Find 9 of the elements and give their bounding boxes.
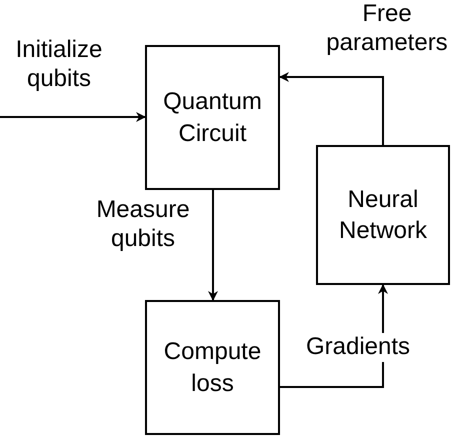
process-box bbox=[316, 145, 450, 285]
arrow bbox=[0, 112, 146, 122]
process-box bbox=[145, 300, 280, 435]
arrow bbox=[279, 72, 384, 145]
process-box bbox=[145, 45, 280, 190]
arrow bbox=[208, 190, 218, 301]
box-label: Compute loss bbox=[162, 337, 262, 398]
box-label: Neural Network bbox=[338, 184, 428, 246]
box-label: Quantum Circuit bbox=[162, 87, 263, 148]
